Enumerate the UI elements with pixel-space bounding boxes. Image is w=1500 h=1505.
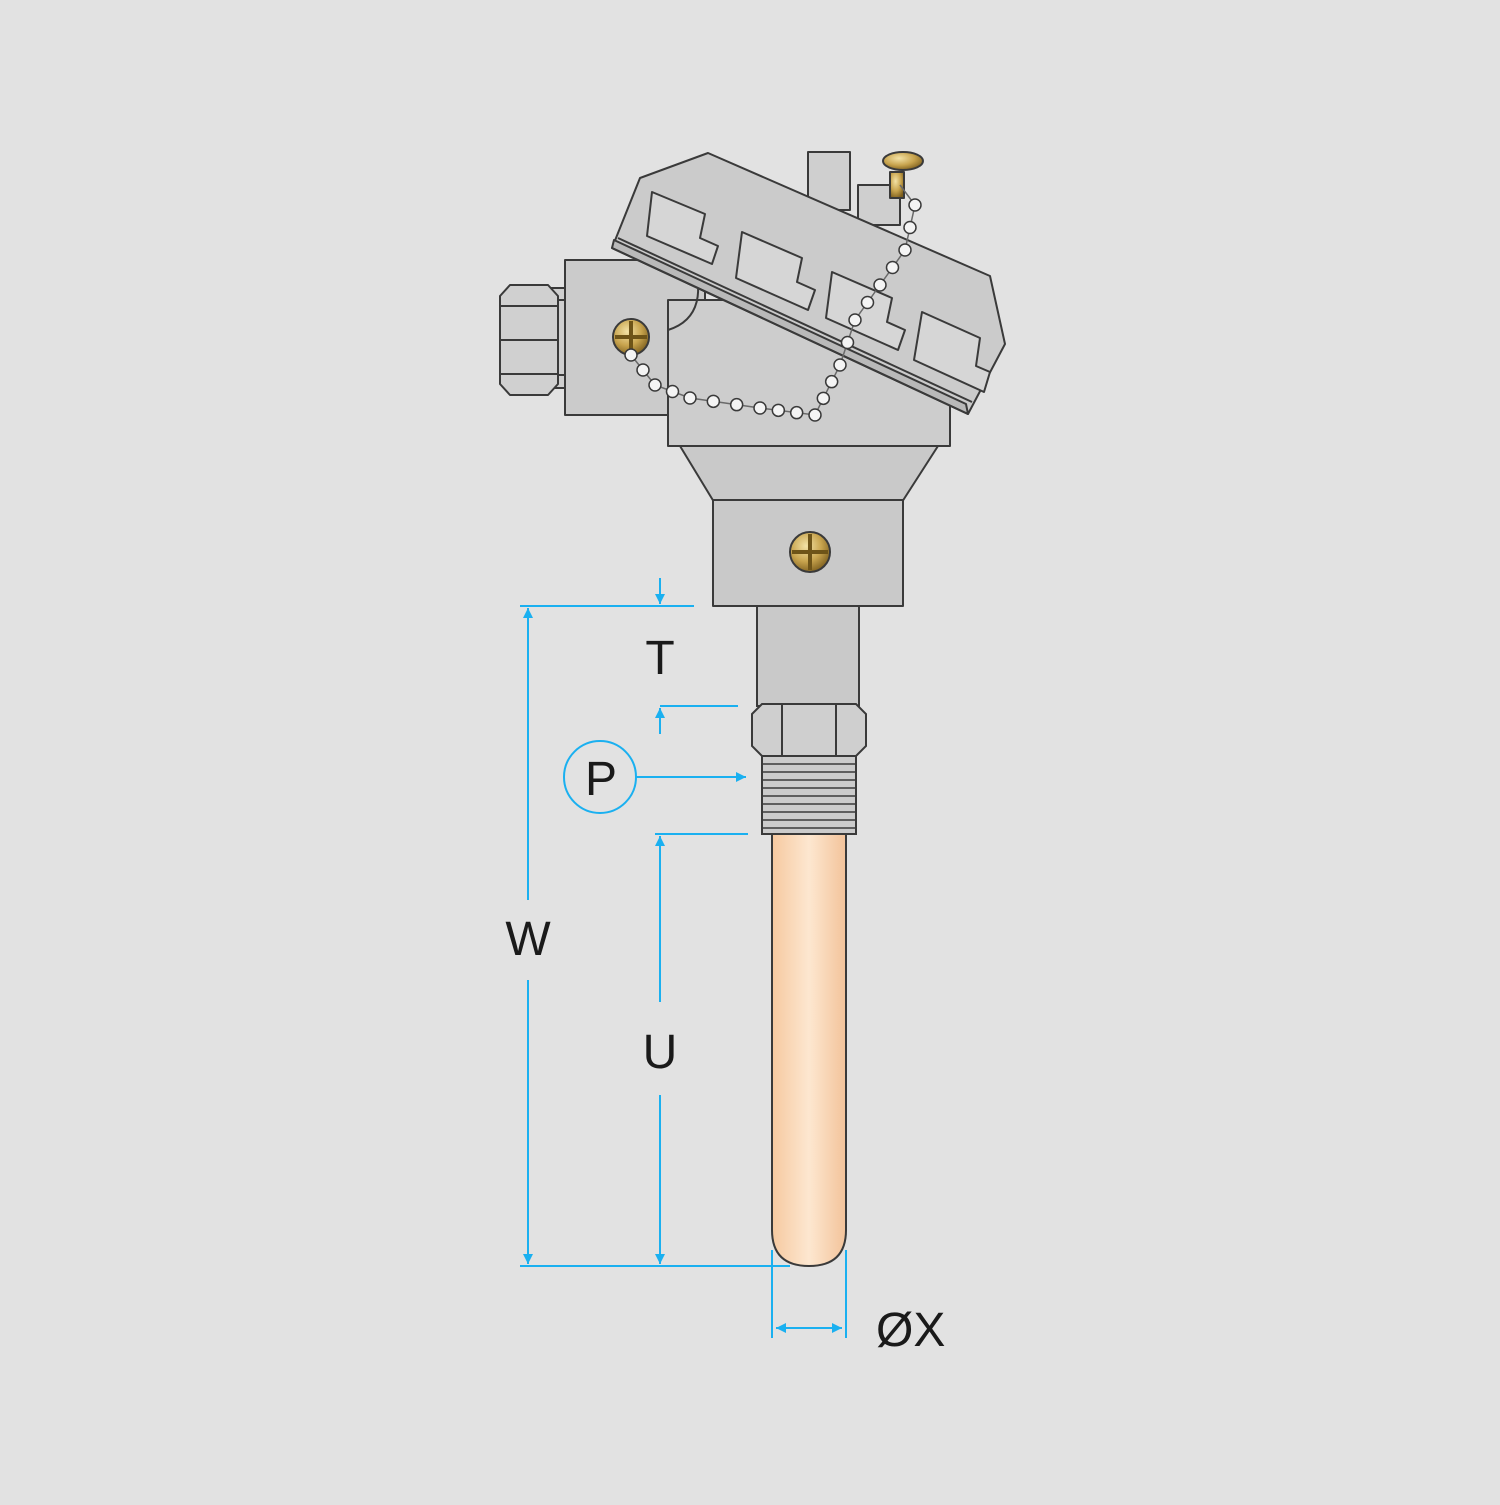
chain-bead <box>903 220 917 235</box>
chain-bead <box>624 348 638 362</box>
chain-bead <box>648 378 662 392</box>
label-x: ØX <box>876 1304 945 1357</box>
hex-nut <box>751 703 867 757</box>
chain-bead <box>848 313 862 327</box>
clamp-screw <box>789 531 831 573</box>
label-u: U <box>643 1026 678 1079</box>
connection-head <box>499 151 1006 607</box>
label-t: T <box>645 632 674 685</box>
cable-gland <box>499 284 566 396</box>
chain-bead <box>898 243 912 257</box>
chain-bead <box>706 394 721 409</box>
threaded-fitting <box>761 755 857 835</box>
chain-bead <box>840 335 855 350</box>
label-w: W <box>505 913 551 966</box>
chain-bead <box>885 260 900 275</box>
chain-bead <box>816 391 831 406</box>
chain-bead <box>636 363 650 377</box>
chain-bead <box>789 405 804 420</box>
chain-bead <box>753 401 767 415</box>
chain-bead <box>771 403 786 418</box>
protection-sheath <box>771 833 847 1268</box>
chain-bead <box>683 391 697 405</box>
chain-bead <box>860 295 875 310</box>
brass-knob <box>882 151 924 199</box>
head-lid <box>611 152 1006 415</box>
extension-tube <box>756 605 860 707</box>
chain-bead <box>833 358 847 372</box>
bead-chain <box>624 184 922 422</box>
chain-bead <box>729 397 744 412</box>
chain-bead <box>808 408 822 422</box>
label-p: P <box>585 753 617 806</box>
chain-bead <box>873 278 887 292</box>
dimension-lines <box>520 578 847 1338</box>
chain-bead <box>824 374 839 389</box>
probe-stem <box>751 605 867 835</box>
chain-bead <box>908 198 922 212</box>
chain-bead <box>665 384 680 399</box>
side-screw <box>612 318 650 356</box>
head-neck <box>679 445 939 503</box>
